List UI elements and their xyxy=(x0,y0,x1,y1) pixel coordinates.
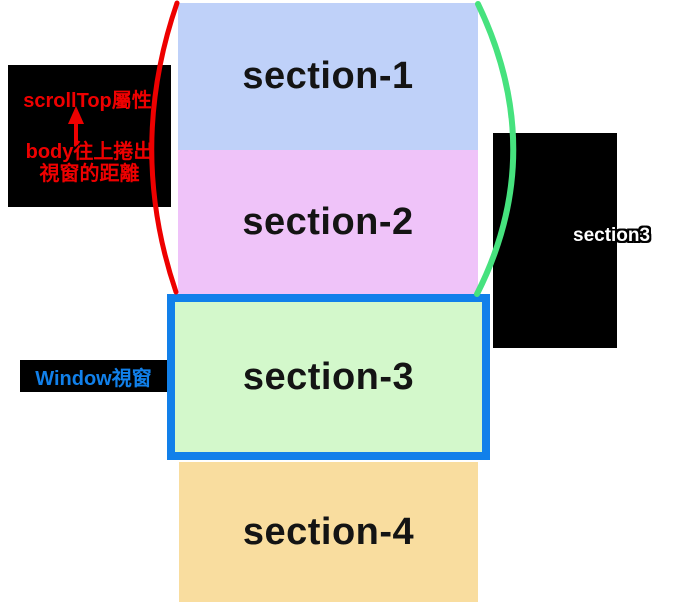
scrolltop-description: body往上捲出 視窗的距離 xyxy=(8,141,171,185)
section-2-block: section-2 xyxy=(178,150,478,295)
section-4-block: section-4 xyxy=(179,462,478,602)
window-label-box: Window視窗 xyxy=(20,360,167,392)
section-2-label: section-2 xyxy=(242,201,414,243)
window-label-text: Window視窗 xyxy=(35,367,152,390)
section-3-label: section-3 xyxy=(242,355,415,398)
window-viewport-box: section-3 xyxy=(167,294,490,460)
section-4-label: section-4 xyxy=(242,510,415,553)
section3-annotation-label: section3 xyxy=(573,225,651,246)
section-1-block: section-1 xyxy=(178,3,478,150)
section-1-label: section-1 xyxy=(242,55,414,97)
scrolltop-title: scrollTop屬性 xyxy=(23,90,152,112)
scrolltop-annotation-box: scrollTop屬性 body往上捲出 視窗的距離 xyxy=(8,65,171,207)
scrolltop-description-line2: 視窗的距離 xyxy=(39,163,140,185)
scrolltop-description-line1: body往上捲出 xyxy=(25,141,154,163)
section3-annotation-box: section3 xyxy=(493,133,650,348)
